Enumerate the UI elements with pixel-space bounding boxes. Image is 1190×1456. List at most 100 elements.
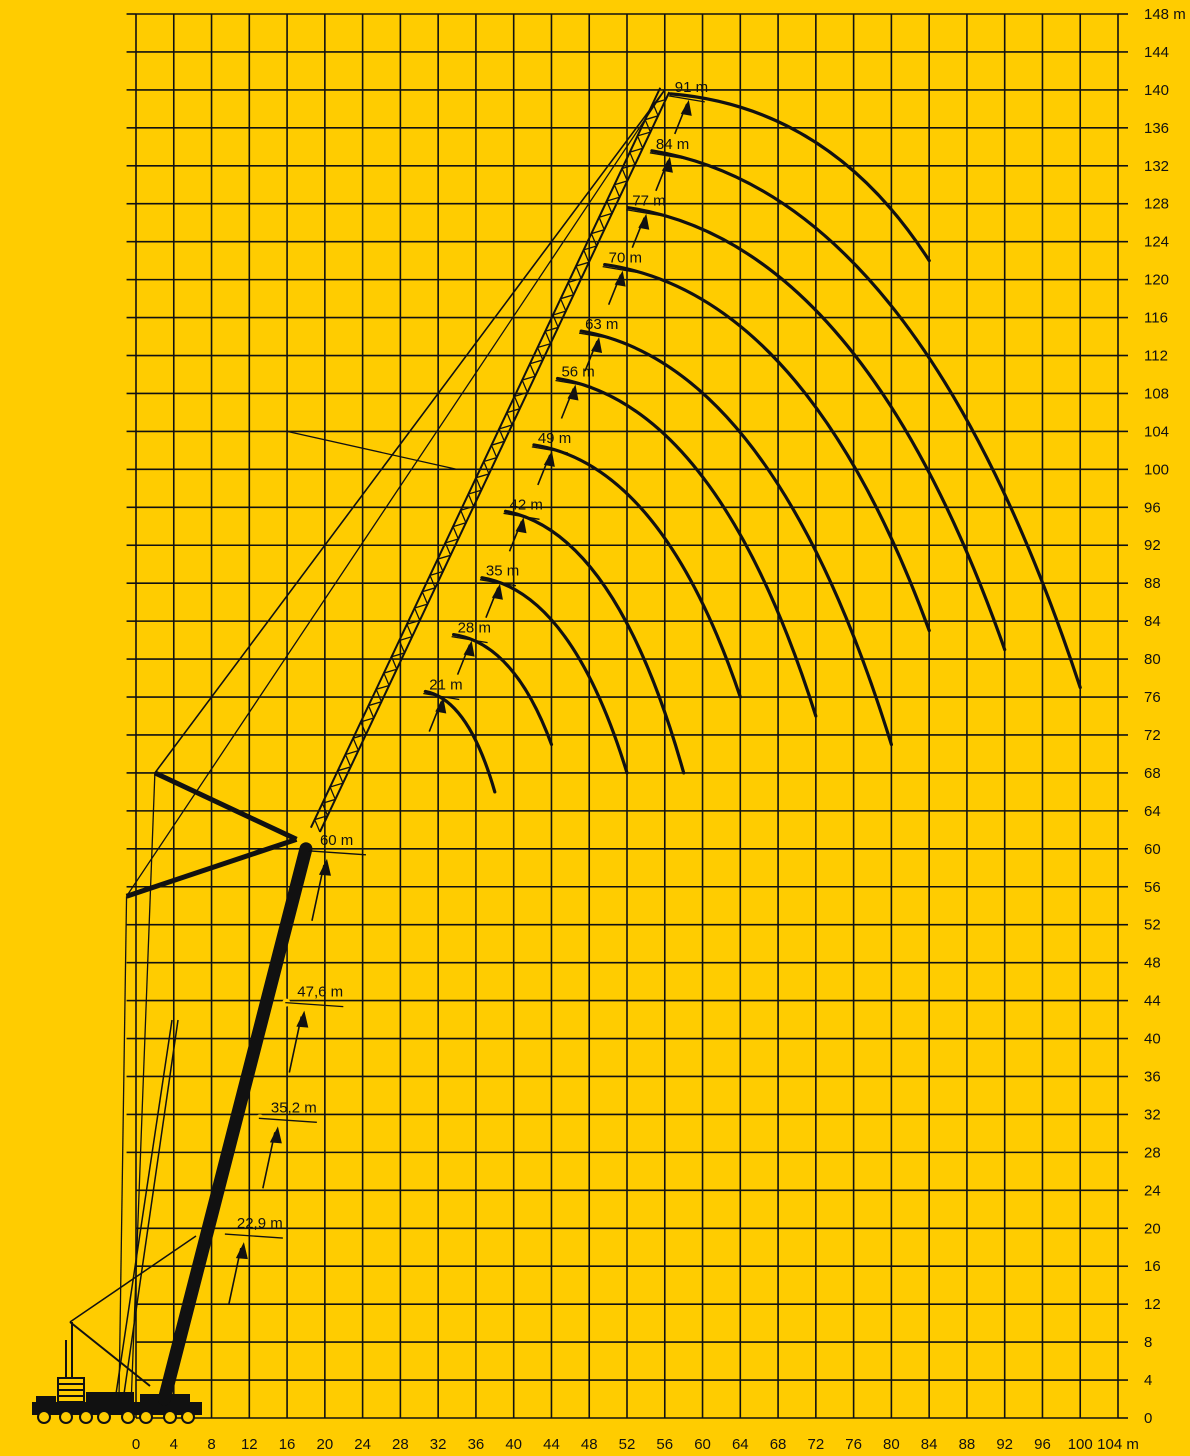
x-tick-label: 8 xyxy=(207,1436,215,1453)
y-tick-label: 124 xyxy=(1144,234,1169,251)
range-curve-77-m xyxy=(626,206,1007,652)
x-tick-label: 44 xyxy=(543,1436,560,1453)
jib-length-label: 56 m xyxy=(561,363,594,380)
jib-chord xyxy=(309,87,662,829)
y-tick-label: 28 xyxy=(1144,1144,1161,1161)
label-underline xyxy=(602,266,639,274)
label-underline xyxy=(451,635,488,644)
y-tick-label: 48 xyxy=(1144,955,1161,972)
x-tick-label: 84 xyxy=(921,1436,938,1453)
guy-line xyxy=(126,89,666,897)
label-arrow-head xyxy=(680,99,692,116)
y-tick-label: 68 xyxy=(1144,765,1161,782)
y-tick-label: 36 xyxy=(1144,1068,1161,1085)
length-labels: 21 m28 m35 m42 m49 m56 m63 m70 m77 m84 m… xyxy=(224,79,708,1305)
label-arrow-head xyxy=(515,517,527,534)
x-tick-label: 40 xyxy=(505,1436,522,1453)
label-arrow-head xyxy=(567,384,579,401)
range-curve-70-m xyxy=(603,263,931,633)
y-tick-label: 40 xyxy=(1144,1031,1161,1048)
x-tick-label: 68 xyxy=(770,1436,787,1453)
y-tick-label: 108 xyxy=(1144,385,1169,402)
range-curve-91-m xyxy=(669,92,931,263)
label-underline xyxy=(626,209,663,217)
y-tick-label: 144 xyxy=(1144,44,1169,61)
y-tick-label: 120 xyxy=(1144,272,1169,289)
jib-length-label: 35 m xyxy=(486,563,519,580)
x-tick-label: 80 xyxy=(883,1436,900,1453)
y-tick-label: 112 xyxy=(1144,348,1168,365)
y-tick-label: 84 xyxy=(1144,613,1161,630)
x-tick-label: 32 xyxy=(430,1436,447,1453)
derrick-strut xyxy=(125,836,298,899)
label-underline xyxy=(555,379,592,388)
label-underline xyxy=(531,446,568,454)
main-boom xyxy=(157,842,313,1406)
range-curve-49-m xyxy=(532,443,742,699)
label-underline xyxy=(258,1117,317,1123)
guy-line xyxy=(118,896,128,1400)
label-arrow-head xyxy=(318,858,331,876)
jib-length-label: 91 m xyxy=(675,79,708,96)
y-tick-label: 44 xyxy=(1144,993,1161,1010)
label-arrow-head xyxy=(463,640,475,657)
y-tick-label: 136 xyxy=(1144,120,1169,137)
y-tick-label: 104 xyxy=(1144,423,1169,440)
main-boom-length-label: 47,6 m xyxy=(297,984,343,1001)
y-tick-label: 0 xyxy=(1144,1410,1152,1427)
range-curve-63-m xyxy=(579,329,893,747)
y-tick-label: 140 xyxy=(1144,82,1169,99)
label-underline xyxy=(423,692,460,701)
jib-spreader-line xyxy=(286,430,458,470)
y-tick-label: 52 xyxy=(1144,917,1161,934)
range-curve-56-m xyxy=(555,376,818,718)
y-tick-label: 64 xyxy=(1144,803,1161,820)
label-arrow-head xyxy=(235,1242,248,1260)
x-tick-label: 12 xyxy=(241,1436,258,1453)
y-tick-label: 132 xyxy=(1144,158,1169,175)
y-tick-label: 100 xyxy=(1144,461,1169,478)
y-tick-label: 148 m xyxy=(1144,6,1186,23)
guy-line xyxy=(154,89,666,774)
x-tick-label: 20 xyxy=(317,1436,334,1453)
y-tick-label: 76 xyxy=(1144,689,1161,706)
jib-length-label: 84 m xyxy=(656,136,689,153)
y-tick-label: 88 xyxy=(1144,575,1161,592)
label-arrow-head xyxy=(491,583,503,600)
label-underline xyxy=(668,95,705,103)
x-tick-label: 64 xyxy=(732,1436,749,1453)
x-tick-label: 76 xyxy=(845,1436,862,1453)
y-tick-label: 8 xyxy=(1144,1334,1152,1351)
label-arrow-head xyxy=(543,450,555,467)
label-underline xyxy=(578,332,616,340)
y-tick-label: 12 xyxy=(1144,1296,1161,1313)
jib-length-label: 63 m xyxy=(585,316,618,333)
jib-chord xyxy=(319,91,671,833)
y-tick-label: 56 xyxy=(1144,879,1161,896)
x-tick-label: 0 xyxy=(132,1436,140,1453)
y-tick-label: 24 xyxy=(1144,1182,1161,1199)
crane-silhouette xyxy=(32,87,671,1424)
derrick-strut xyxy=(153,770,298,842)
x-tick-label: 28 xyxy=(392,1436,409,1453)
x-tick-label: 56 xyxy=(656,1436,673,1453)
jib-length-label: 21 m xyxy=(429,677,462,694)
label-arrow-head xyxy=(296,1010,309,1028)
y-tick-label: 72 xyxy=(1144,727,1161,744)
range-curve-28-m xyxy=(452,633,554,747)
label-arrow-head xyxy=(269,1126,282,1144)
y-tick-label: 32 xyxy=(1144,1106,1161,1123)
label-underline xyxy=(285,1001,344,1008)
y-tick-label: 60 xyxy=(1144,841,1161,858)
x-tick-label: 100 xyxy=(1068,1436,1093,1453)
y-tick-label: 116 xyxy=(1144,310,1168,327)
grid xyxy=(126,13,1119,1419)
main-boom-length-label: 60 m xyxy=(320,832,353,849)
x-tick-label: 60 xyxy=(694,1436,711,1453)
range-curve-84-m xyxy=(650,149,1082,690)
x-tick-label: 24 xyxy=(354,1436,371,1453)
label-arrow-head xyxy=(435,697,447,714)
crane-carrier xyxy=(32,1019,202,1424)
jib-length-label: 42 m xyxy=(510,496,543,513)
